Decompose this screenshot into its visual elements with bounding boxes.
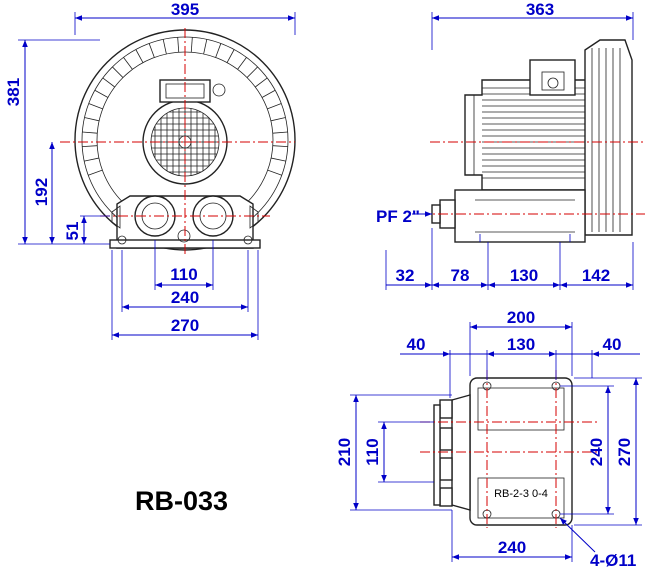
housing-fin [135,49,144,63]
housing-fin [246,66,258,78]
blower-housing-side [584,39,633,236]
housing-fin [272,131,288,134]
housing-fin [177,37,180,53]
nameplate-text: RB-2-3 0-4 [494,488,548,500]
housing-fin [267,169,282,176]
housing-fin [84,157,99,162]
housing-fin [215,43,222,58]
terminal-box-side [529,59,576,96]
housing-fin [261,89,276,98]
terminal-box [159,79,226,103]
holes-label: 4-Ø11 [590,551,636,570]
housing-fin [82,145,98,148]
hole-spacing-label: 130 [507,335,535,354]
height-label: 381 [4,78,23,106]
side-view: 363 PF 2" 32 78 130 142 [376,0,645,290]
housing-fin [271,157,286,162]
top-width-label: 200 [507,308,535,327]
housing-fin [112,66,124,78]
housing-fin [88,169,103,176]
housing-fin [237,57,247,70]
right-margin-label: 40 [603,335,622,354]
housing-fin [84,117,100,122]
base-plate: RB-2-3 0-4 [433,377,573,526]
bottom-view: RB-2-3 0-4 200 40 130 40 210 110 [335,308,642,570]
housing-fin [190,37,193,53]
height-210-label: 210 [335,438,354,466]
width-label: 395 [171,0,199,19]
base-side [431,189,586,243]
housing-fin [272,145,288,148]
housing-fin [148,43,155,58]
port-spacing-label: 110 [170,265,197,284]
housing-fin [226,49,235,63]
port-label: PF 2" [376,207,420,226]
offset-32-label: 32 [396,266,415,285]
front-view: 395 381 192 51 110 240 270 [4,0,296,340]
housing-fin [123,57,133,70]
base-height-label: 51 [63,222,82,241]
offset-130-label: 130 [510,266,538,285]
housing-fin [88,103,103,110]
hole-240-label: 240 [587,438,606,466]
bottom-240-label: 240 [498,538,526,557]
housing-fin [270,117,286,122]
base-inner-label: 240 [171,288,199,307]
motor-body [464,79,591,191]
model-title: RB-033 [135,486,228,516]
port-110-label: 110 [363,438,382,465]
housing-fin [267,103,282,110]
side-length-label: 363 [526,0,554,19]
housing-fin [94,89,109,98]
offset-78-label: 78 [451,266,470,285]
housing-fin [255,77,268,88]
left-margin-label: 40 [407,335,426,354]
housing-fin [82,131,98,134]
outer-270-label: 270 [615,438,634,466]
axis-height-label: 192 [32,178,51,206]
base-outer-label: 270 [171,316,199,335]
housing-fin [102,77,115,88]
housing-fin [162,39,167,55]
offset-142-label: 142 [582,266,610,285]
housing-fin [203,39,208,55]
